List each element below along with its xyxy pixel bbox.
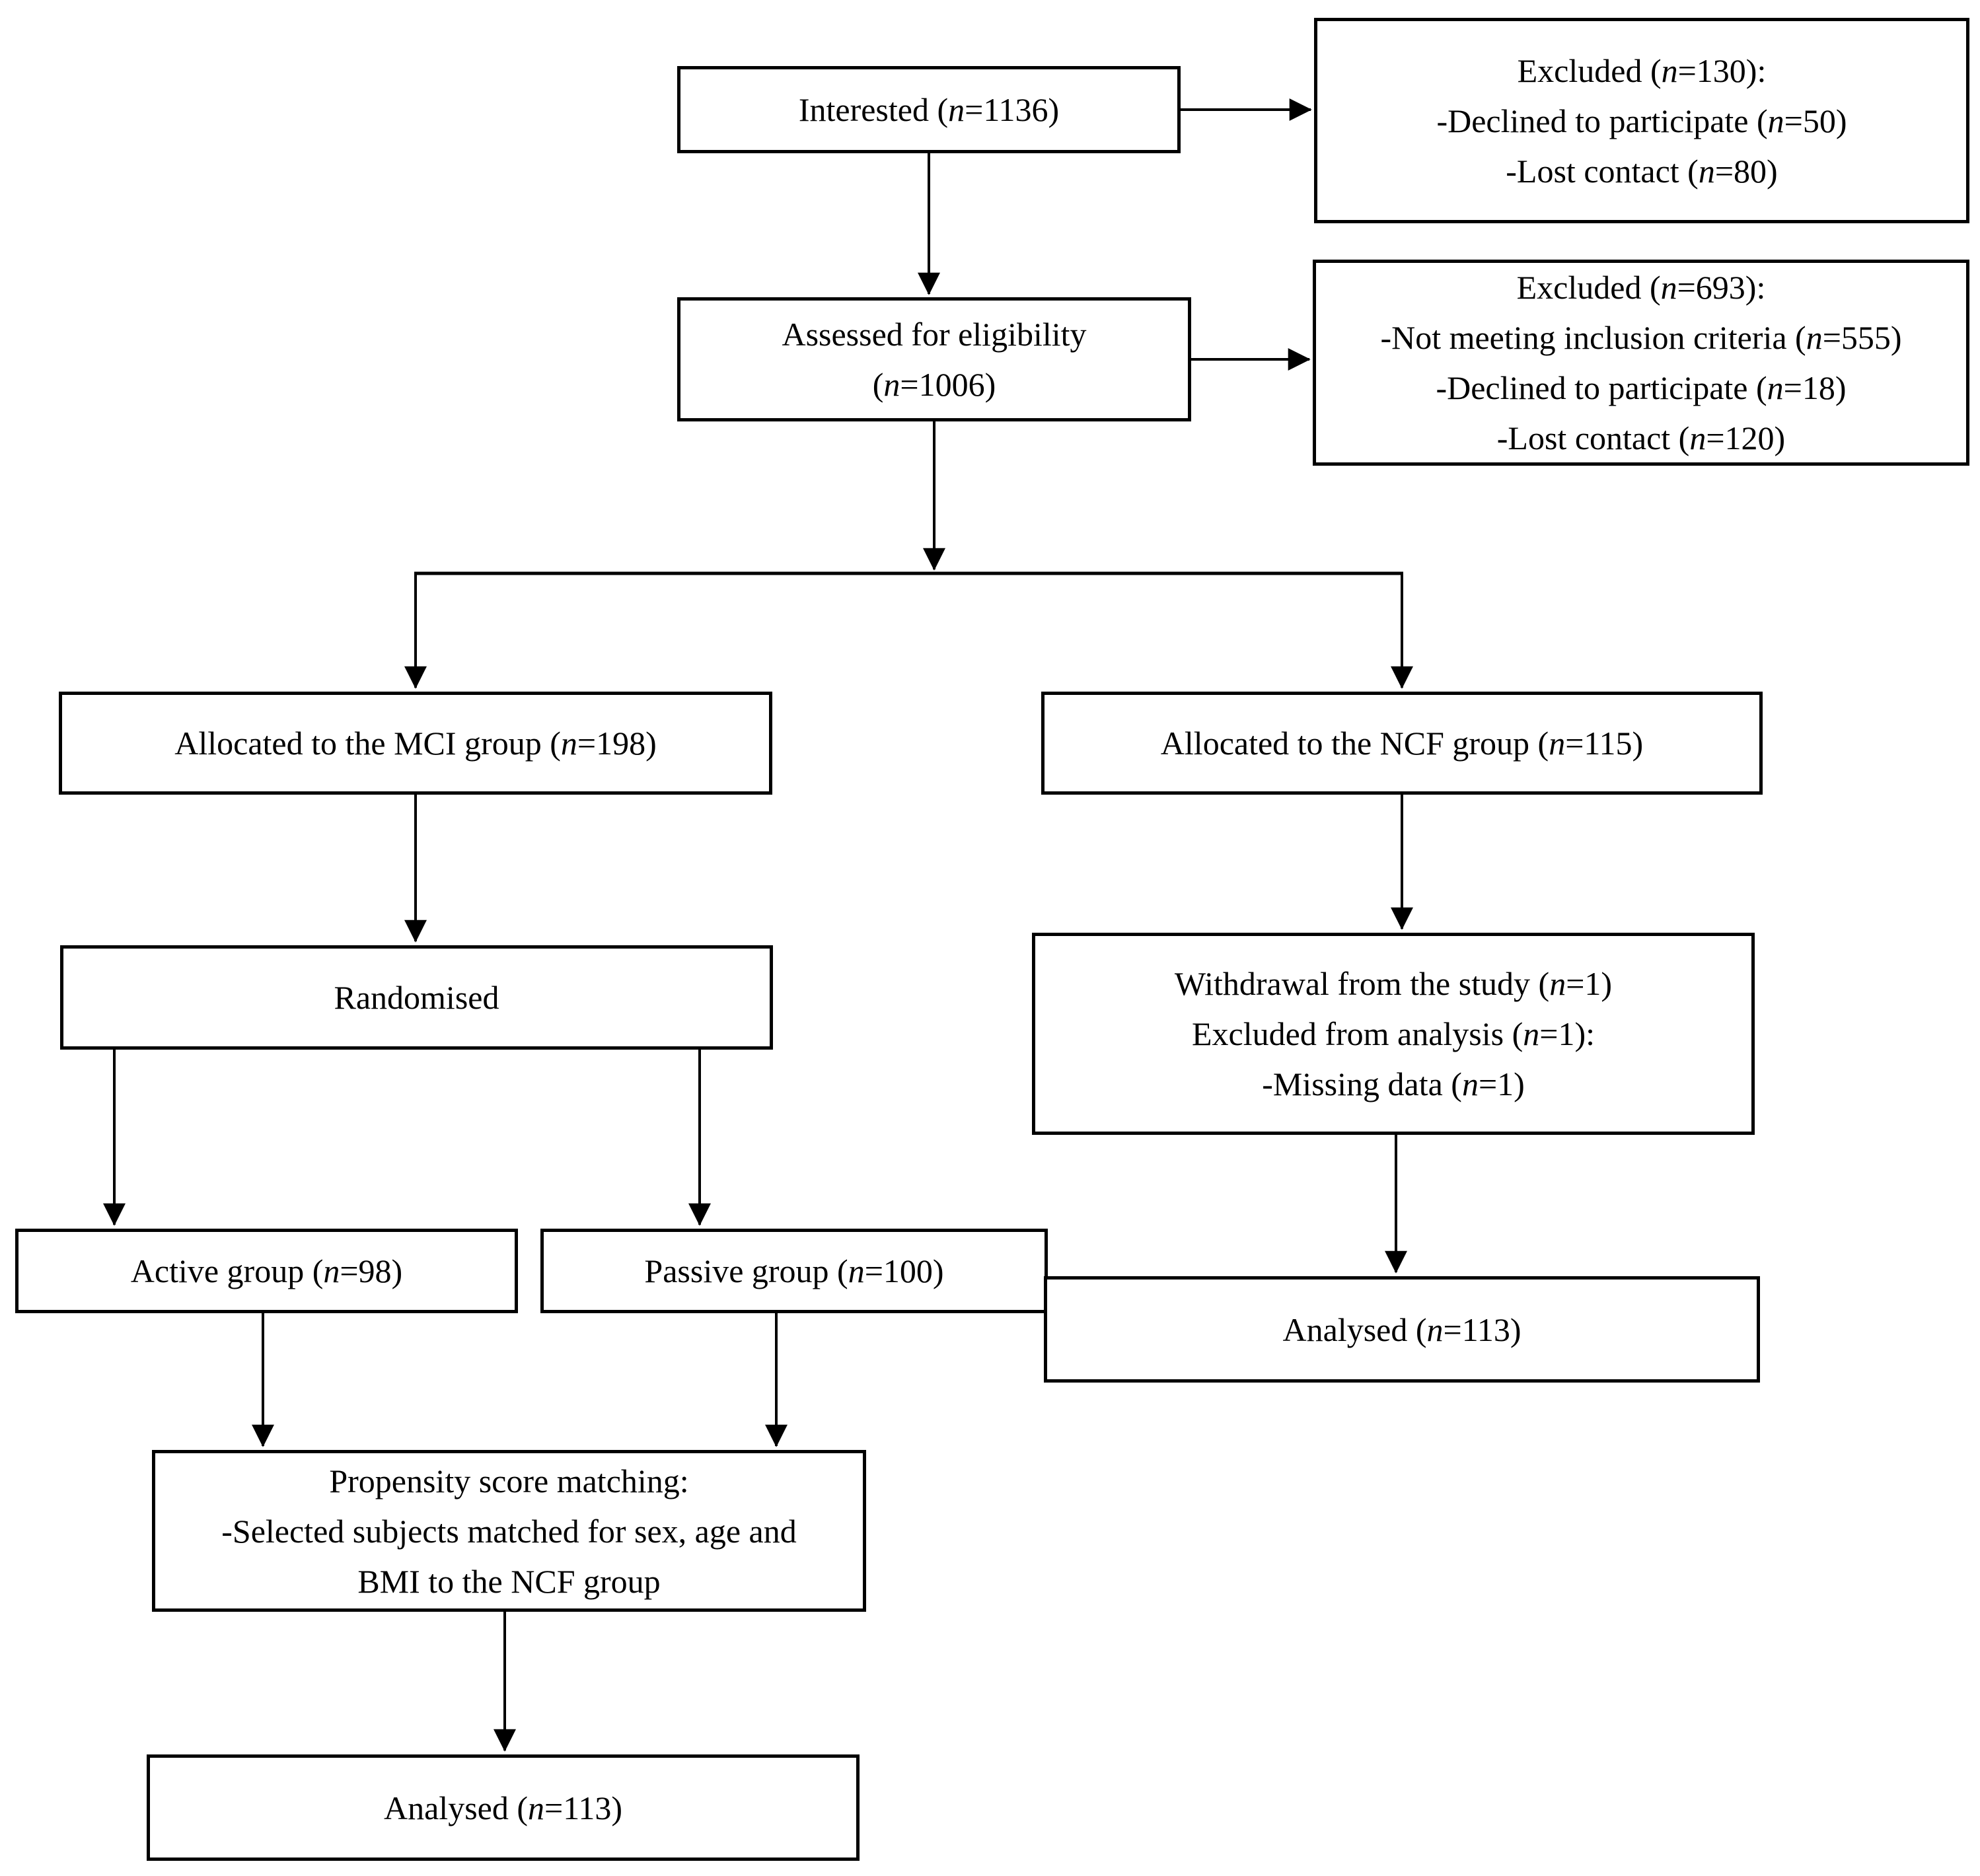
box-allocated-mci-text: Allocated to the MCI group (n=198) [62,718,769,768]
box-randomised-text: Randomised [63,972,770,1023]
box-text-line: -Declined to participate (n=18) [1436,369,1847,406]
box-passive-group: Passive group (n=100) [540,1229,1048,1313]
box-analysed-ncf: Analysed (n=113) [1044,1276,1760,1383]
box-text-line: Propensity score matching: [329,1462,689,1499]
box-excluded-eligibility: Excluded (n=693): -Not meeting inclusion … [1313,260,1969,466]
box-assessed-eligibility: Assessed for eligibility (n=1006) [677,297,1191,421]
box-passive-group-text: Passive group (n=100) [544,1246,1045,1296]
box-text-line: Withdrawal from the study (n=1) [1174,965,1613,1002]
box-text-line: -Missing data (n=1) [1262,1065,1525,1102]
box-withdrawal: Withdrawal from the study (n=1) Excluded … [1032,933,1755,1135]
box-text-line: Randomised [334,979,499,1016]
box-text-line: Analysed (n=113) [384,1789,622,1826]
box-excluded-eligibility-text: Excluded (n=693): -Not meeting inclusion … [1316,262,1966,463]
box-analysed-mci: Analysed (n=113) [147,1754,860,1861]
box-text-line: Excluded (n=693): [1516,269,1766,306]
box-excluded-screening-text: Excluded (n=130): -Declined to participat… [1317,46,1966,196]
box-interested-text: Interested (n=1136) [680,85,1177,135]
box-text-line: Excluded (n=130): [1517,52,1767,89]
box-randomised: Randomised [60,945,773,1050]
box-text-line: Excluded from analysis (n=1): [1192,1015,1595,1052]
box-interested: Interested (n=1136) [677,66,1181,153]
box-propensity-matching: Propensity score matching: -Selected subj… [152,1450,866,1612]
box-text-line: (n=1006) [872,366,996,403]
box-allocated-ncf: Allocated to the NCF group (n=115) [1041,692,1763,795]
box-allocated-mci: Allocated to the MCI group (n=198) [59,692,772,795]
box-text-line: Passive group (n=100) [644,1252,944,1289]
box-propensity-matching-text: Propensity score matching: -Selected subj… [155,1456,863,1606]
box-withdrawal-text: Withdrawal from the study (n=1) Excluded … [1035,958,1751,1109]
box-text-line: Active group (n=98) [130,1252,403,1289]
box-text-line: Allocated to the MCI group (n=198) [174,725,657,762]
box-analysed-ncf-text: Analysed (n=113) [1047,1305,1757,1355]
box-text-line: -Lost contact (n=120) [1496,419,1786,456]
box-text-line: -Declined to participate (n=50) [1436,102,1847,139]
box-text-line: -Selected subjects matched for sex, age … [221,1512,797,1550]
box-analysed-mci-text: Analysed (n=113) [150,1783,856,1833]
box-text-line: Allocated to the NCF group (n=115) [1160,725,1644,762]
box-text-line: BMI to the NCF group [357,1562,661,1600]
box-text-line: Interested (n=1136) [798,91,1060,128]
box-text-line: -Lost contact (n=80) [1506,152,1778,190]
box-text-line: Assessed for eligibility [782,316,1087,353]
box-text-line: Analysed (n=113) [1282,1311,1522,1348]
box-active-group-text: Active group (n=98) [18,1246,515,1296]
box-allocated-ncf-text: Allocated to the NCF group (n=115) [1045,718,1759,768]
box-assessed-eligibility-text: Assessed for eligibility (n=1006) [680,309,1188,410]
box-active-group: Active group (n=98) [15,1229,518,1313]
box-excluded-screening: Excluded (n=130): -Declined to participat… [1314,18,1969,223]
box-text-line: -Not meeting inclusion criteria (n=555) [1380,319,1902,356]
